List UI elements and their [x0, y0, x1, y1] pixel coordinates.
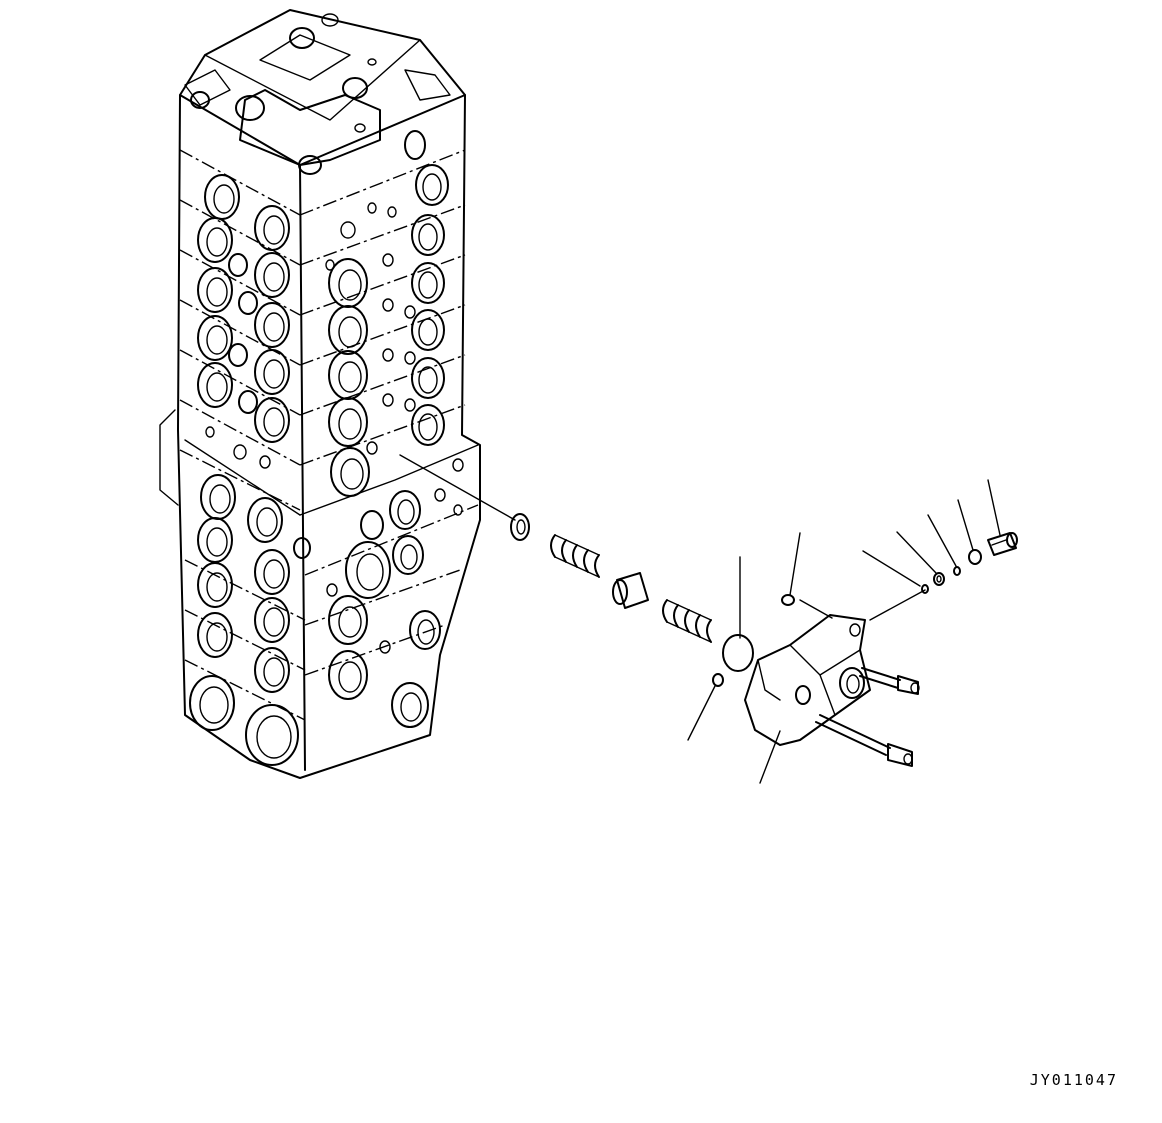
ball [954, 567, 960, 575]
check-valve [934, 573, 944, 585]
spring-1 [551, 535, 599, 577]
o-ring-small-left [713, 674, 723, 686]
drawing-code: JY011047 [1029, 1071, 1118, 1089]
plug [988, 533, 1017, 555]
control-valve-body [160, 10, 480, 778]
o-ring-plug [969, 550, 981, 564]
assembly-leader-line [400, 455, 515, 520]
spool-sleeve [613, 573, 648, 608]
o-ring-top [782, 595, 794, 605]
seat-washer [511, 514, 529, 540]
part-line [800, 590, 925, 620]
spring-2 [663, 600, 711, 642]
valve-ports-right [191, 14, 463, 727]
o-ring-large [723, 635, 753, 671]
pin [922, 585, 928, 593]
callout-leaders [688, 480, 1000, 783]
bolt-lower [816, 715, 912, 766]
valve-cover-block [745, 615, 870, 745]
valve-ports-left [190, 175, 310, 765]
bolt-upper [860, 668, 919, 694]
